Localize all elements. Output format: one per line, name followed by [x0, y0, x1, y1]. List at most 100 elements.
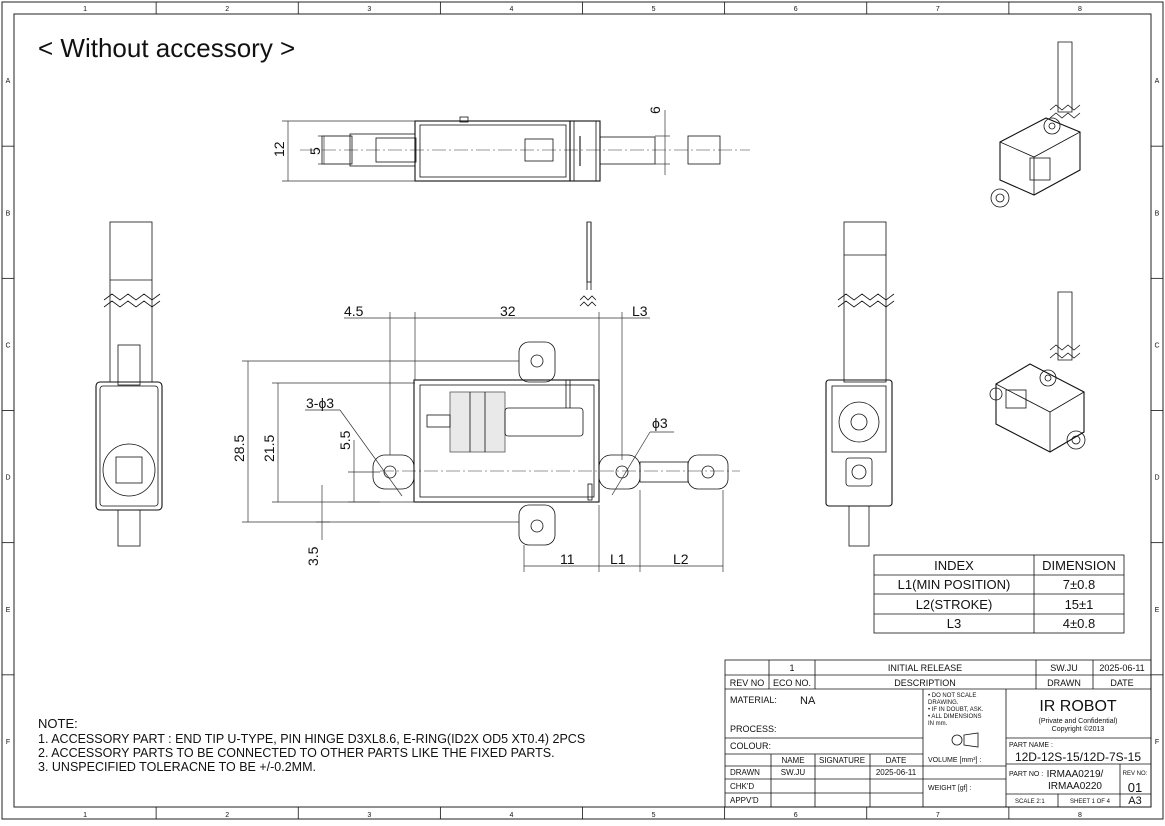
tb-rev-no-label: REV NO	[730, 678, 765, 688]
tb-chkd-row: CHK'D	[730, 782, 754, 791]
zone-column-3-bottom: 3	[367, 812, 371, 819]
dim-3-5: 3.5	[305, 546, 321, 566]
zone-row-E-left: E	[6, 607, 11, 614]
zone-column-8-top: 8	[1078, 6, 1082, 13]
tb-note-small-5: IN mm.	[928, 721, 948, 727]
zone-row-A-right: A	[1155, 78, 1160, 85]
tb-desc-label: DESCRIPTION	[894, 678, 956, 688]
iso-view-bottom	[989, 291, 1086, 453]
tb-signature-header: SIGNATURE	[819, 756, 865, 765]
tb-part-no-1: IRMAA0219/	[1047, 769, 1104, 780]
left-side-view	[95, 221, 163, 547]
zone-column-1-bottom: 1	[83, 812, 87, 819]
tb-drawn-name: SW.JU	[781, 768, 806, 777]
tb-note-small-4: • ALL DIMENSIONS	[928, 714, 982, 720]
zone-column-2-bottom: 2	[225, 812, 229, 819]
zone-column-4-bottom: 4	[509, 812, 513, 819]
dim-top-6: 6	[647, 106, 663, 114]
zone-column-6-top: 6	[794, 6, 798, 13]
zone-column-5-top: 5	[652, 6, 656, 13]
right-side-view	[825, 221, 895, 547]
index-row-3-name: L3	[947, 616, 961, 631]
dim-L2: L2	[673, 551, 689, 567]
zone-column-5-bottom: 5	[652, 812, 656, 819]
tb-drawn-row: DRAWN	[730, 768, 760, 777]
tb-weight-label: WEIGHT [gf] :	[928, 785, 971, 792]
tb-date-header: DATE	[886, 756, 907, 765]
tb-rev: 1	[789, 663, 794, 673]
index-header-dimension: DIMENSION	[1042, 558, 1116, 573]
tb-colour-label: COLOUR:	[730, 741, 771, 751]
iso-view-top	[990, 41, 1081, 208]
index-row-2-name: L2(STROKE)	[916, 597, 993, 612]
tb-appvd-row: APPV'D	[730, 796, 759, 805]
dim-top-5: 5	[307, 147, 323, 155]
zone-column-8-bottom: 8	[1078, 812, 1082, 819]
dim-4-5: 4.5	[344, 303, 364, 319]
tb-rev-drawn: SW.JU	[1050, 663, 1078, 673]
zone-row-C-left: C	[5, 342, 10, 349]
tb-note-small-3: • IF IN DOUBT, ASK.	[928, 707, 984, 713]
top-view	[282, 110, 750, 182]
zone-row-C-right: C	[1154, 342, 1159, 349]
dim-28-5: 28.5	[231, 435, 247, 462]
tb-scale: SCALE 2:1	[1015, 799, 1045, 805]
note-line-3: 3. UNSPECIFIED TOLERACNE TO BE +/-0.2MM.	[38, 760, 316, 774]
zone-row-A-left: A	[6, 78, 11, 85]
zone-row-F-left: F	[6, 739, 10, 746]
tb-drawn-date: 2025-06-11	[876, 768, 917, 777]
zone-row-D-left: D	[5, 475, 10, 482]
tb-company: IR ROBOT	[1039, 698, 1117, 715]
zone-row-D-right: D	[1154, 475, 1159, 482]
zone-column-2-top: 2	[225, 6, 229, 13]
tb-confidential: (Private and Confidential)	[1039, 718, 1118, 725]
note-line-1: 1. ACCESSORY PART : END TIP U-TYPE, PIN …	[38, 732, 585, 746]
index-row-2-value: 15±1	[1065, 597, 1094, 612]
tb-material: NA	[800, 695, 816, 707]
index-table	[873, 554, 1125, 634]
tb-process-label: PROCESS:	[730, 724, 777, 734]
tb-material-label: MATERIAL:	[730, 695, 777, 705]
tb-copyright: Copyright ©2013	[1052, 725, 1105, 733]
dim-L3: L3	[632, 303, 648, 319]
tb-part-no-label: PART NO :	[1009, 771, 1043, 778]
tb-part-no-2: IRMAA0220	[1048, 781, 1102, 792]
dim-L1: L1	[610, 551, 626, 567]
tb-part-name: 12D-12S-15/12D-7S-15	[1015, 750, 1141, 764]
tb-revision-text: INITIAL RELEASE	[888, 663, 962, 673]
index-row-1-value: 7±0.8	[1063, 577, 1095, 592]
tb-drawn-label: DRAWN	[1047, 678, 1081, 688]
zone-column-3-top: 3	[367, 6, 371, 13]
dim-11: 11	[560, 551, 575, 567]
index-row-3-value: 4±0.8	[1063, 616, 1095, 631]
index-row-1-name: L1(MIN POSITION)	[898, 577, 1011, 592]
tb-eco-label: ECO NO.	[773, 678, 811, 688]
dim-top-12: 12	[271, 141, 287, 157]
notes-heading: NOTE:	[38, 716, 78, 731]
tb-note-small-2: DRAWING.	[928, 700, 959, 706]
note-line-2: 2. ACCESSORY PARTS TO BE CONNECTED TO OT…	[38, 746, 555, 760]
dim-21-5: 21.5	[261, 435, 277, 462]
dim-32: 32	[500, 303, 516, 319]
tb-size: A3	[1128, 795, 1141, 807]
zone-row-B-right: B	[1155, 210, 1160, 217]
zone-row-E-right: E	[1155, 607, 1160, 614]
zone-column-6-bottom: 6	[794, 812, 798, 819]
zone-row-B-left: B	[6, 210, 11, 217]
zone-row-F-right: F	[1155, 739, 1159, 746]
zone-column-1-top: 1	[83, 6, 87, 13]
tb-rev-no-small: REV NO:	[1123, 771, 1148, 777]
zone-column-4-top: 4	[509, 6, 513, 13]
dim-3-holes: 3-ϕ3	[306, 395, 334, 411]
dim-phi3: ϕ3	[652, 415, 668, 431]
zone-column-7-bottom: 7	[936, 812, 940, 819]
view-title: < Without accessory >	[38, 33, 295, 63]
dim-5-5: 5.5	[337, 430, 353, 450]
tb-part-name-label: PART NAME :	[1009, 742, 1053, 749]
tb-rev-no-value: 01	[1128, 780, 1142, 795]
zone-column-7-top: 7	[936, 6, 940, 13]
title-block	[724, 659, 1152, 808]
